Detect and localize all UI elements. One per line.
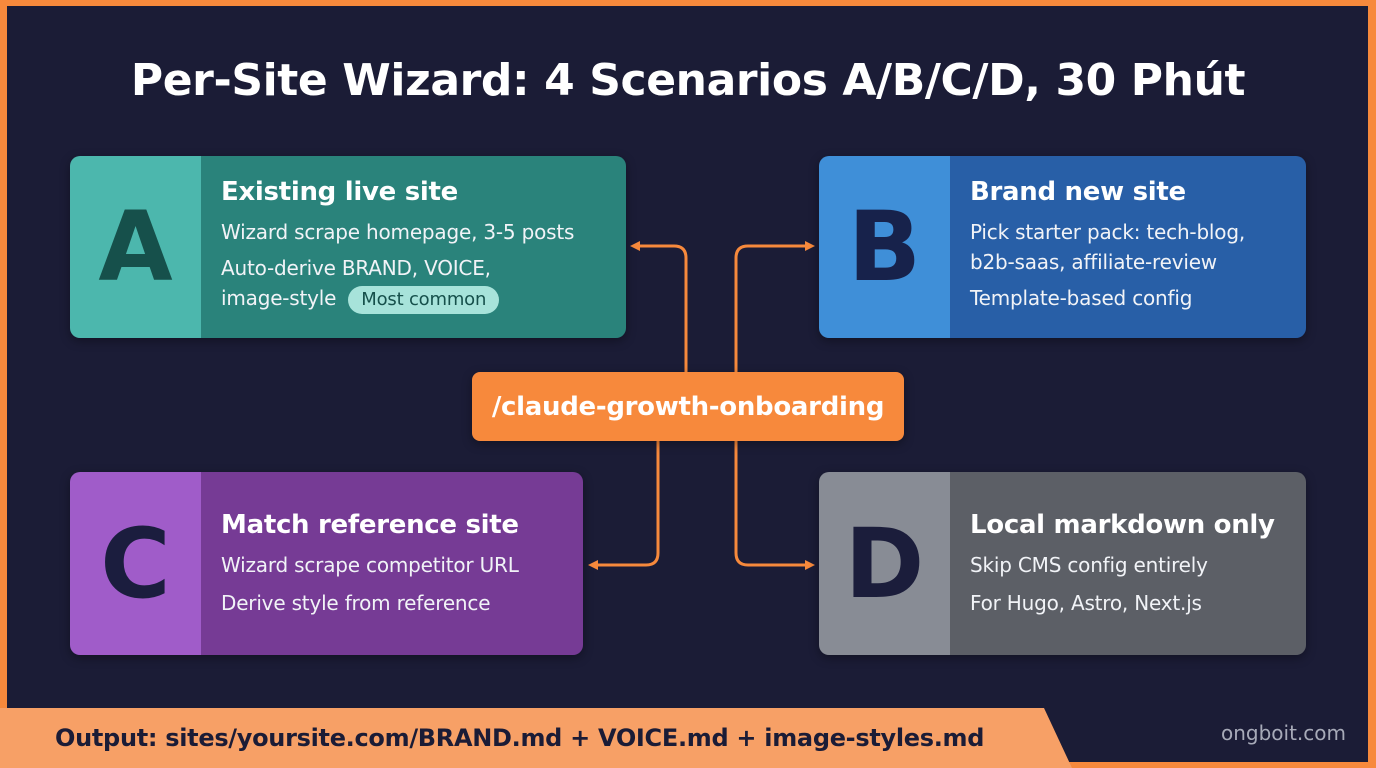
onboarding-command-node: /claude-growth-onboarding xyxy=(472,372,904,441)
scenario-c-body: Match reference site Wizard scrape compe… xyxy=(201,472,583,655)
scenario-d-body: Local markdown only Skip CMS config enti… xyxy=(950,472,1306,655)
scenario-b-line-1: Pick starter pack: tech-blog, xyxy=(970,220,1245,244)
scenario-b-title: Brand new site xyxy=(970,177,1186,207)
brand-watermark: ongboit.com xyxy=(1220,721,1346,745)
scenario-d-line-2: For Hugo, Astro, Next.js xyxy=(970,591,1202,615)
scenario-c-letter: C xyxy=(100,507,171,620)
scenario-b-letter-column: B xyxy=(819,156,950,338)
scenario-c-line-2: Derive style from reference xyxy=(221,591,491,615)
scenario-a-line-3: image-style xyxy=(221,286,337,310)
output-summary: Output: sites/yoursite.com/BRAND.md + VO… xyxy=(55,724,985,752)
scenario-a-letter: A xyxy=(98,191,173,303)
scenario-c-title: Match reference site xyxy=(221,510,519,540)
scenario-d-line-1: Skip CMS config entirely xyxy=(970,553,1208,577)
scenario-d-letter: D xyxy=(844,507,925,620)
scenario-a-line-1: Wizard scrape homepage, 3-5 posts xyxy=(221,220,575,244)
most-common-badge: Most common xyxy=(348,285,500,314)
scenario-d-letter-column: D xyxy=(819,472,950,655)
footer-bar xyxy=(0,708,1072,768)
scenario-b-body: Brand new site Pick starter pack: tech-b… xyxy=(950,156,1306,338)
page-title: Per-Site Wizard: 4 Scenarios A/B/C/D, 30… xyxy=(130,55,1246,106)
scenario-a-line-2: Auto-derive BRAND, VOICE, xyxy=(221,256,491,280)
scenario-a-letter-column: A xyxy=(70,156,201,338)
scenario-c-letter-column: C xyxy=(70,472,201,655)
scenario-d-title: Local markdown only xyxy=(970,510,1275,540)
scenario-card-d: D Local markdown only Skip CMS config en… xyxy=(819,472,1306,655)
scenario-b-letter: B xyxy=(847,191,922,303)
scenario-b-line-3: Template-based config xyxy=(970,286,1193,310)
scenario-c-line-1: Wizard scrape competitor URL xyxy=(221,553,519,577)
scenario-b-line-2: b2b-saas, affiliate-review xyxy=(970,250,1217,274)
scenario-card-b: B Brand new site Pick starter pack: tech… xyxy=(819,156,1306,338)
scenario-card-a: A Existing live site Wizard scrape homep… xyxy=(70,156,626,338)
scenario-a-line-3-row: image-style Most common xyxy=(221,283,626,314)
scenario-card-c: C Match reference site Wizard scrape com… xyxy=(70,472,583,655)
scenario-a-body: Existing live site Wizard scrape homepag… xyxy=(201,156,626,338)
scenario-a-title: Existing live site xyxy=(221,177,458,207)
